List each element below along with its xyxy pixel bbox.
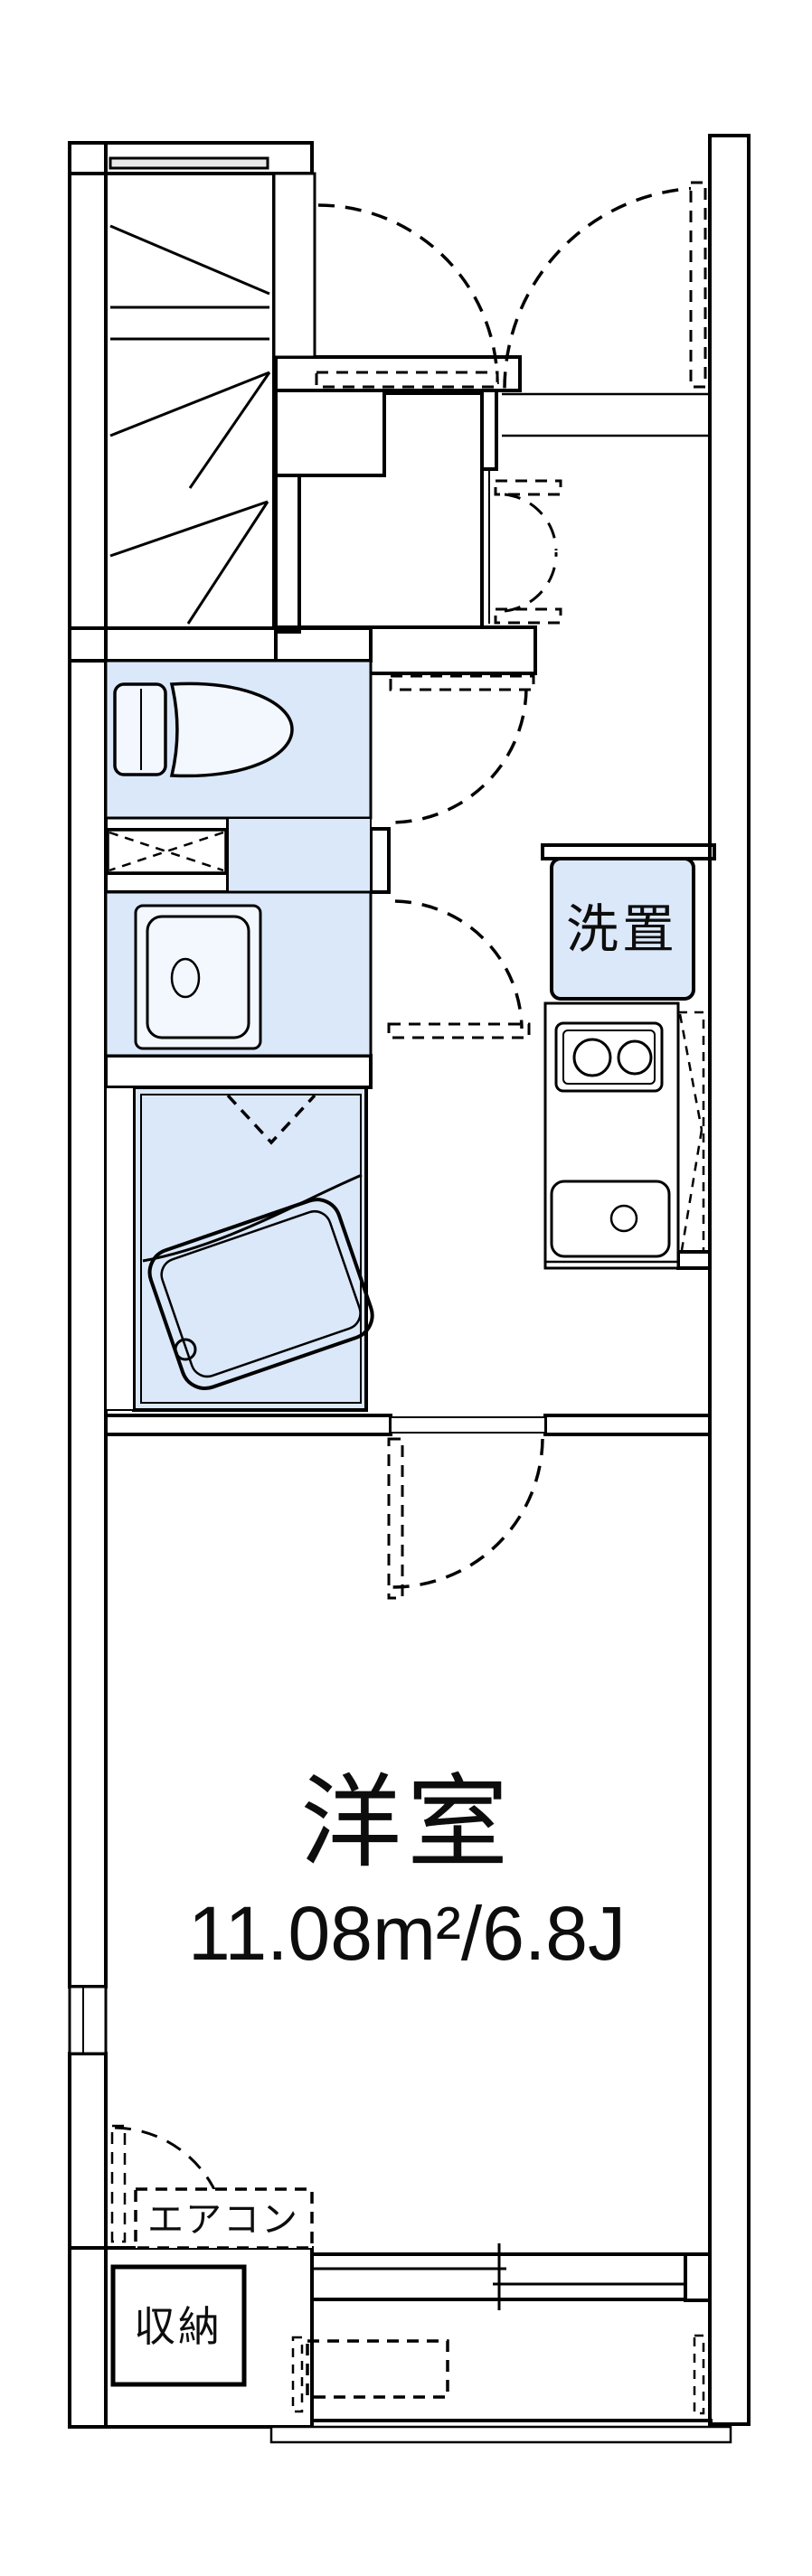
- room-area-label: 11.08m²/6.8J: [188, 1891, 626, 1976]
- mainroom-doorway: [390, 1416, 546, 1434]
- closet-door-leaf: [110, 2124, 127, 2243]
- bathroom-inner-line: [140, 1094, 362, 1404]
- washer-place-label: 洗置: [566, 900, 678, 959]
- balcony-hatch-dashed: [306, 2339, 449, 2399]
- sink-drain: [609, 1204, 638, 1233]
- doors: [110, 181, 707, 2243]
- sink-basin: [550, 1180, 671, 1258]
- stove-top: [554, 1021, 664, 1093]
- stair-top-landing-strip: [272, 172, 316, 359]
- left-wall-window: [68, 1985, 108, 2055]
- bathtub: [140, 1094, 374, 1404]
- toilet-door-arc: [390, 688, 528, 824]
- stove-burner-right: [617, 1039, 653, 1076]
- overhead-cabinet-dashed: [676, 1011, 705, 1254]
- genkan-door-arc-bottom: [504, 551, 558, 613]
- staircase: [104, 156, 316, 630]
- crossed-shaft-box: [106, 828, 228, 875]
- genkan-door-leaf-top: [494, 479, 562, 496]
- room-label: 洋室: [300, 1766, 514, 1879]
- bathtub-inner: [160, 1209, 362, 1378]
- washbasin-bowl: [170, 957, 201, 999]
- staircase-top-landing-edge: [109, 156, 269, 170]
- storage-label: 収納: [134, 2303, 222, 2350]
- bathtub-rim-line: [142, 1173, 363, 1263]
- aircon-box: [134, 2187, 314, 2250]
- bathroom-side-strip: [105, 1086, 135, 1411]
- wall-right: [708, 134, 751, 2426]
- storage-box: [110, 2264, 247, 2387]
- balcony-outer-lip: [269, 2425, 732, 2444]
- washbasin-inner: [146, 915, 250, 1039]
- entry-door-right-leaf: [689, 181, 707, 389]
- entry-door-left-leaf: [315, 371, 499, 389]
- balcony: [269, 2334, 732, 2444]
- stove-inner-frame: [562, 1029, 656, 1085]
- entry-door-left-arc: [317, 203, 499, 385]
- stove-burner-left: [572, 1038, 612, 1077]
- washroom-door-leaf: [387, 1022, 531, 1039]
- toilet-bowl: [169, 682, 294, 778]
- mainroom-door-arc: [392, 1438, 544, 1589]
- toilet-room-extension: [227, 817, 372, 893]
- kitchen-counter: [543, 1001, 705, 1270]
- staircase-area: [104, 172, 276, 630]
- toilet-door-leaf: [389, 674, 535, 691]
- mainroom-door-leaf: [387, 1437, 404, 1600]
- balcony-left-tick: [291, 2336, 304, 2413]
- staircase-treads: [109, 224, 271, 625]
- bathtub-drain: [174, 1338, 197, 1361]
- aircon-label: エアコン: [147, 2200, 299, 2240]
- balcony-right-tick: [693, 2334, 705, 2415]
- genkan-door-arc-top: [504, 493, 558, 551]
- windows: [68, 1985, 687, 2310]
- washer-place-box: [550, 857, 695, 1001]
- bathroom-folding-door: [226, 1094, 316, 1145]
- kitchen-counter-body: [543, 1001, 680, 1270]
- bathtub-outline: [147, 1198, 374, 1390]
- genkan-entrance-area: [297, 391, 484, 629]
- genkan-door-leaf-bottom: [494, 607, 562, 625]
- washroom-door-arc: [394, 899, 524, 1029]
